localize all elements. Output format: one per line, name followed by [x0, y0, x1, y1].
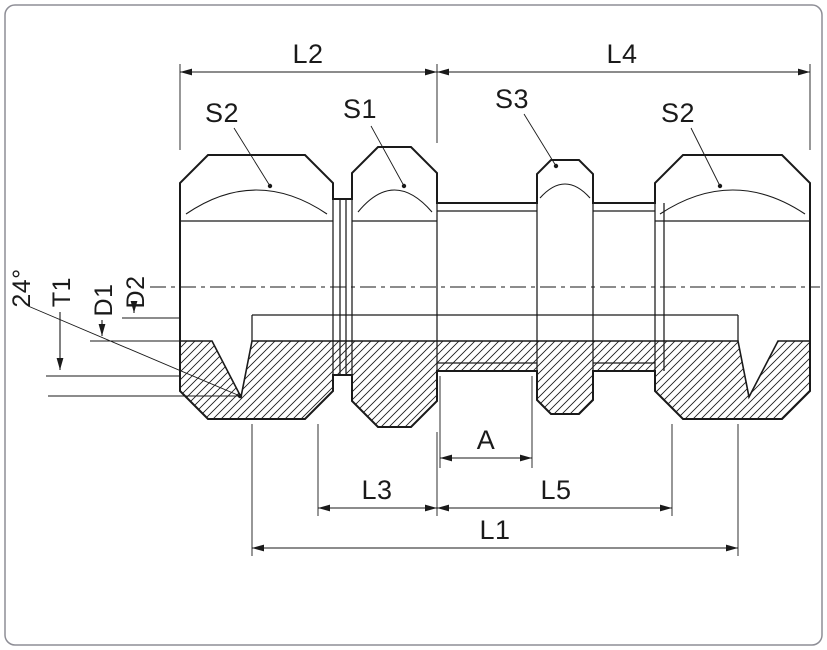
page-border [4, 4, 823, 646]
label-l5: L5 [540, 475, 571, 505]
label-d2: D2 [122, 276, 150, 309]
dimensions [27, 64, 811, 556]
cone-leader-dot [237, 393, 243, 399]
label-l4: L4 [606, 39, 637, 69]
section-hatch [179, 340, 811, 428]
label-d1: D1 [90, 284, 118, 317]
leader-s1 [370, 125, 405, 187]
hex-chamfer-arcs [185, 183, 806, 215]
section-material [179, 340, 811, 428]
leader-dot-s2-right [717, 183, 723, 189]
label-l3: L3 [361, 475, 392, 505]
extension-lines [179, 64, 811, 556]
left-reference-lines [46, 317, 180, 377]
label-t1: T1 [48, 277, 76, 307]
label-s3: S3 [495, 84, 529, 114]
cone-angle-leaders [27, 305, 241, 397]
label-a: A [477, 425, 496, 455]
leader-dot-s1 [401, 183, 407, 189]
label-s2-left: S2 [205, 98, 239, 128]
label-cone-angle: 24° [8, 268, 36, 307]
part-geometry [150, 146, 820, 428]
leader-dot-s3 [553, 163, 559, 169]
labels: L2 L4 S2 S1 S3 S2 A L3 L5 L1 24° T1 D1 D… [8, 39, 695, 545]
leader-s2-right [690, 127, 721, 187]
leader-s3 [523, 113, 557, 167]
leader-dot-s2-left [267, 183, 273, 189]
label-s2-right: S2 [661, 98, 695, 128]
leader-s2-left [233, 127, 271, 187]
label-s1: S1 [343, 94, 377, 124]
label-l1: L1 [479, 515, 510, 545]
label-l2: L2 [292, 39, 323, 69]
